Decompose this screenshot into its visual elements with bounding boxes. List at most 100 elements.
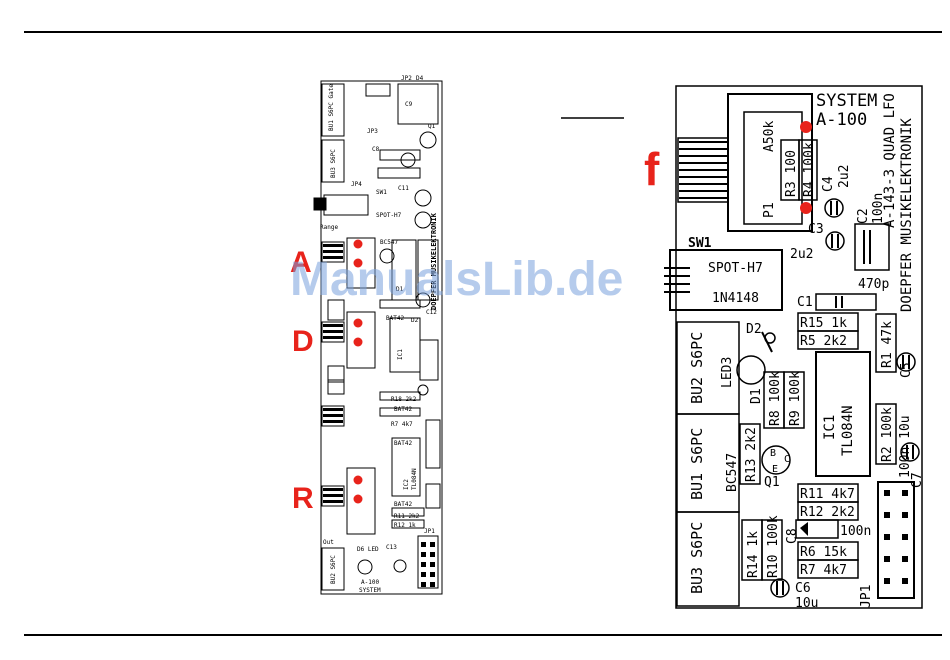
small-board-outline: [320, 80, 443, 595]
lb-pin-b: B: [770, 448, 776, 459]
sb-bu3: BU3 S6PC: [330, 149, 337, 178]
small-shaft-mid: [321, 405, 345, 427]
sb-system: SYSTEM: [359, 587, 381, 594]
sb-ic1: IC1: [397, 349, 404, 360]
lb-d1: D1: [749, 388, 764, 404]
lb-title1: SYSTEM: [816, 91, 877, 111]
lb-jp1: JP1: [859, 585, 874, 608]
sb-c11: C11: [398, 185, 409, 192]
small-jack-bu1: [321, 83, 345, 137]
lb-r1: R1 47k: [880, 321, 895, 368]
lb-p1: P1: [762, 202, 777, 218]
small-shaft-r: [321, 485, 345, 507]
top-rule: [24, 31, 942, 33]
small-switch-lever: [313, 197, 327, 211]
sb-tl084: TL084N: [411, 468, 418, 490]
lb-r12: R12 2k2: [800, 505, 855, 520]
large-switch: [669, 249, 783, 311]
red-dot-f2: [800, 202, 812, 214]
large-ic1: [815, 351, 871, 477]
lb-maker: DOEPFER MUSIKELEKTRONIK: [899, 118, 915, 312]
small-jack-bu2: [321, 547, 345, 591]
sb-r18: R18 2k2: [391, 396, 417, 403]
sb-c12: C12: [426, 309, 437, 316]
sb-c13: C13: [386, 544, 397, 551]
marker-a: A: [290, 246, 312, 279]
large-board-outline: [675, 85, 923, 609]
lb-bu2-a: BU2 S6PC: [688, 332, 706, 404]
watermark: ManualsLib.de: [290, 253, 624, 306]
lb-c1: C1: [797, 295, 813, 310]
sb-bat42a: BAT42: [386, 315, 404, 322]
sb-jp2: JP2: [401, 75, 412, 82]
red-dot-d1: [353, 318, 363, 328]
lb-bc547: BC547: [725, 453, 740, 492]
red-dot-d2: [353, 337, 363, 347]
lb-c8v: 100n: [840, 524, 871, 539]
lb-c470: 470p: [858, 277, 889, 292]
sb-range: Range: [320, 224, 338, 231]
lb-c6v: 10u: [795, 596, 818, 611]
lb-r4: R4 100k: [802, 142, 817, 197]
sb-bu2: BU2 S6PC: [330, 555, 337, 584]
marker-f: f: [644, 143, 660, 195]
small-pot-a: [346, 237, 376, 289]
red-dot-a2: [353, 258, 363, 268]
sb-led: D6 LED: [357, 546, 379, 553]
sb-d4: D4: [416, 75, 424, 82]
bottom-rule: [24, 634, 942, 636]
sb-bat42b: BAT42: [394, 406, 412, 413]
large-pot-shaft: [677, 137, 729, 203]
large-q1: [761, 445, 791, 475]
small-shaft-d: [321, 321, 345, 343]
sb-bu1: BU1 S6PC Gate: [328, 84, 335, 131]
lb-r3: R3 100: [784, 150, 799, 197]
lb-r14: R14 1k: [746, 531, 761, 578]
sb-d2: D2: [411, 317, 419, 324]
sb-r12: R12 1k: [394, 522, 416, 529]
lb-ic1: IC1: [822, 415, 838, 440]
marker-d: D: [292, 325, 314, 358]
red-dot-f1: [800, 121, 812, 133]
sb-q1: Q1: [428, 123, 436, 130]
lb-led3: LED3: [720, 357, 735, 388]
sb-d1: D1: [396, 286, 404, 293]
lb-c8: C8: [785, 528, 800, 544]
lb-d2: D2: [746, 322, 762, 337]
lb-bu3: BU3 S6PC: [688, 522, 706, 594]
lb-q1: Q1: [764, 475, 780, 490]
small-jp1: [417, 535, 439, 589]
sb-c8: C8: [372, 146, 380, 153]
lb-c4v: 2u2: [837, 165, 852, 188]
lb-spot: SPOT-H7: [708, 261, 763, 276]
lb-c2v: 100n: [871, 193, 886, 224]
lb-pin-e: E: [772, 464, 778, 475]
red-dot-r1: [353, 475, 363, 485]
large-led3: [736, 355, 766, 385]
lb-c6: C6: [795, 581, 811, 596]
small-shaft-a: [321, 241, 345, 263]
sb-bc547: BC547: [380, 239, 398, 246]
sb-bat42c: BAT42: [394, 440, 412, 447]
small-pot-d: [346, 311, 376, 369]
lb-c3: C3: [808, 222, 824, 237]
sb-bat42d: BAT42: [394, 501, 412, 508]
sb-ic2: IC2: [403, 479, 410, 490]
lb-r10: R10 100k: [766, 515, 781, 578]
lb-r9: R9 100k: [788, 371, 803, 426]
lb-c3v: 2u2: [790, 247, 813, 262]
lb-r2: R2 100k: [880, 407, 895, 462]
sb-sw1: SW1: [376, 189, 387, 196]
lb-c2: C2: [856, 208, 871, 224]
lb-subtitle: A-143-3 QUAD LFO: [882, 93, 898, 228]
sb-doepfer: DOEPFER MUSIKELEKTRONIK: [430, 212, 438, 310]
lb-c5: C5: [899, 362, 914, 378]
sb-spot: SPOT-H7: [376, 212, 402, 219]
lb-r6: R6 15k: [800, 545, 847, 560]
lb-r5: R5 2k2: [800, 334, 847, 349]
lb-r11: R11 4k7: [800, 487, 855, 502]
sb-jp4: JP4: [351, 181, 362, 188]
lb-r13: R13 2k2: [744, 427, 759, 482]
lb-tl084: TL084N: [840, 405, 856, 456]
